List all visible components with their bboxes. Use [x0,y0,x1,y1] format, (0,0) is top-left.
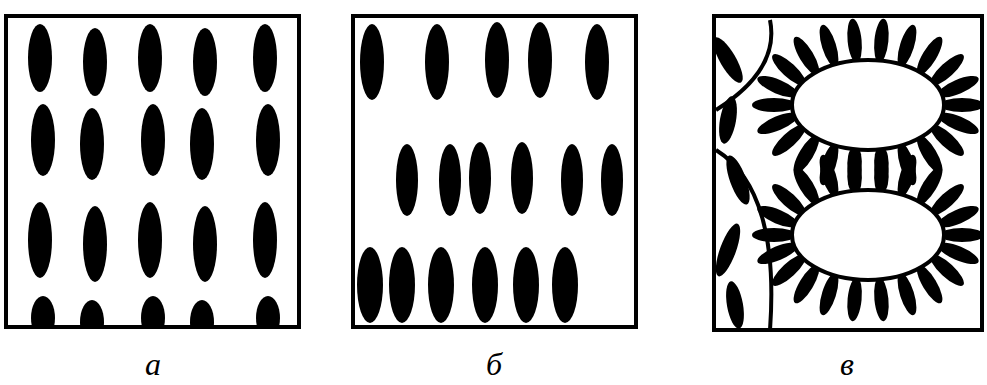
grain [357,247,383,323]
grain [723,280,747,329]
grain [28,24,52,92]
grain [940,98,981,112]
grain [715,221,745,279]
grain [469,142,491,214]
grain [428,247,454,323]
grain [528,22,552,98]
grain [28,202,52,278]
grain [552,247,578,323]
grain [845,277,863,322]
grain [792,60,944,150]
grain [792,190,944,280]
grain [83,206,107,282]
grain [752,98,796,112]
grain [141,296,165,326]
panel-b-grains [357,22,623,323]
grain [256,104,280,176]
grain [715,33,748,86]
grain [845,148,863,193]
grain [253,202,277,278]
panel-label: в [840,348,854,380]
panel-label: б [486,348,502,380]
grain [601,144,623,216]
grain [425,24,449,100]
grain [940,228,981,242]
grain [253,24,277,92]
grain [396,144,418,216]
grain [722,153,755,207]
grain [80,108,104,180]
grain [83,28,107,96]
grain [511,142,533,214]
grain [31,104,55,176]
grain [141,104,165,176]
grain [360,24,384,100]
grain [138,24,162,92]
grain [439,144,461,216]
grain [190,300,214,326]
panel-frame [714,16,982,330]
grain [585,24,609,100]
grain [256,296,280,326]
panel-c-grains [715,18,981,329]
grain [561,144,583,216]
grain [190,108,214,180]
panel-label: а [145,348,161,380]
grain [716,95,740,145]
grain [31,296,55,326]
grain [845,18,863,63]
grain [872,277,890,322]
panel-frame [353,16,636,327]
grain [138,202,162,278]
grain [513,247,539,323]
grain [80,300,104,326]
grain [193,206,217,282]
grain [872,148,890,193]
grain [752,228,796,242]
grain [193,28,217,96]
grain [472,247,498,323]
panel-a-grains [28,24,280,326]
panel-frame [6,16,299,327]
grain [872,18,890,63]
grain [485,22,509,98]
grain [389,247,415,323]
